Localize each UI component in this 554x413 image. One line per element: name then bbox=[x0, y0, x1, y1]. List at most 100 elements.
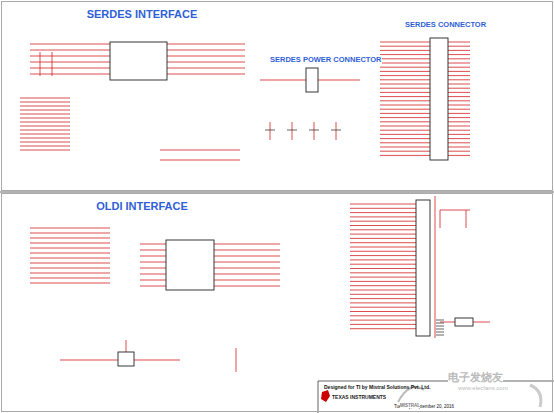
power-connector bbox=[306, 68, 318, 92]
connector-wire bbox=[380, 54, 430, 55]
connector-wire bbox=[350, 281, 416, 282]
lvds-wire bbox=[214, 244, 280, 245]
cap-wire bbox=[292, 122, 293, 140]
connector-wire bbox=[448, 67, 470, 68]
connector-wire bbox=[350, 242, 416, 243]
net-label-stroke bbox=[30, 268, 110, 269]
connector-wire bbox=[448, 151, 470, 152]
lvds-wire bbox=[140, 280, 166, 281]
connector-wire bbox=[448, 54, 470, 55]
connector-wire bbox=[350, 272, 416, 273]
connector-wire bbox=[380, 84, 430, 85]
lvds-wire bbox=[214, 268, 280, 269]
connector-wire bbox=[380, 151, 430, 152]
section-subheading: SERDES POWER CONNECTOR bbox=[270, 55, 382, 64]
connector-wire bbox=[380, 117, 430, 118]
oldi-connector bbox=[416, 200, 430, 336]
connector-wire bbox=[350, 298, 416, 299]
connector-wire bbox=[350, 320, 416, 321]
connector-wire bbox=[448, 117, 470, 118]
connector-wire bbox=[350, 216, 416, 217]
ground-symbol bbox=[436, 335, 444, 336]
signal-wire bbox=[167, 50, 245, 51]
connector-wire bbox=[350, 208, 416, 209]
net-label-stroke bbox=[20, 134, 70, 135]
connector-wire bbox=[380, 134, 430, 135]
cap-wire bbox=[336, 122, 337, 140]
connector-wire bbox=[380, 100, 430, 101]
connector-wire bbox=[448, 121, 470, 122]
power-wire bbox=[318, 80, 360, 81]
signal-wire bbox=[40, 52, 41, 76]
signal-wire bbox=[30, 74, 110, 75]
connector-wire bbox=[448, 79, 470, 80]
signal-wire bbox=[30, 56, 110, 57]
net-label-stroke bbox=[20, 146, 70, 147]
ti-logo bbox=[321, 390, 330, 402]
connector-wire bbox=[350, 247, 416, 248]
resistor-symbol bbox=[455, 318, 473, 326]
net-label-stroke bbox=[20, 110, 70, 111]
signal-wire bbox=[167, 44, 245, 45]
connector-wire bbox=[350, 294, 416, 295]
net-label-stroke bbox=[20, 130, 70, 131]
connector-wire bbox=[448, 58, 470, 59]
net-label-stroke bbox=[30, 238, 110, 239]
net-label-stroke bbox=[20, 122, 70, 123]
connector-wire bbox=[380, 75, 430, 76]
connector-wire bbox=[350, 264, 416, 265]
serdes-connector bbox=[430, 38, 448, 160]
signal-wire bbox=[466, 210, 467, 228]
connector-wire bbox=[350, 285, 416, 286]
connector-wire bbox=[350, 251, 416, 252]
signal-wire bbox=[440, 322, 455, 323]
connector-wire bbox=[448, 71, 470, 72]
connector-wire bbox=[350, 255, 416, 256]
net-label-stroke bbox=[30, 283, 110, 284]
connector-wire bbox=[448, 46, 470, 47]
connector-wire bbox=[380, 105, 430, 106]
watermark-logo bbox=[530, 385, 541, 407]
lvds-wire bbox=[214, 250, 280, 251]
lvds-wire bbox=[140, 274, 166, 275]
signal-wire bbox=[60, 360, 118, 361]
ground-symbol bbox=[436, 320, 444, 321]
connector-wire bbox=[350, 324, 416, 325]
net-label-stroke bbox=[30, 278, 110, 279]
connector-wire bbox=[350, 307, 416, 308]
signal-wire bbox=[440, 210, 441, 228]
connector-wire bbox=[350, 221, 416, 222]
net-label-stroke bbox=[20, 118, 70, 119]
section-heading: OLDI INTERFACE bbox=[2, 200, 282, 212]
connector-wire bbox=[448, 63, 470, 64]
signal-wire bbox=[167, 56, 245, 57]
oldi-chip bbox=[166, 240, 214, 290]
signal-wire bbox=[30, 62, 110, 63]
ground-symbol bbox=[436, 332, 444, 333]
connector-wire bbox=[448, 109, 470, 110]
connector-wire bbox=[380, 147, 430, 148]
connector-wire bbox=[350, 302, 416, 303]
connector-wire bbox=[448, 142, 470, 143]
connector-wire bbox=[448, 138, 470, 139]
connector-wire bbox=[380, 50, 430, 51]
net-label-stroke bbox=[30, 248, 110, 249]
lvds-wire bbox=[214, 274, 280, 275]
lvds-wire bbox=[140, 268, 166, 269]
signal-wire bbox=[473, 322, 490, 323]
schematic-section: SERDES INTERFACE bbox=[1, 1, 553, 191]
connector-wire bbox=[448, 134, 470, 135]
lvds-wire bbox=[214, 262, 280, 263]
net-label-stroke bbox=[20, 142, 70, 143]
signal-wire bbox=[134, 360, 180, 361]
designer-note: Designed for TI by Mistral Solutions Pvt… bbox=[324, 384, 553, 390]
net-label-stroke bbox=[20, 102, 70, 103]
lvds-wire bbox=[140, 262, 166, 263]
section-subheading: SERDES CONNECTOR bbox=[405, 20, 486, 29]
connector-wire bbox=[380, 42, 430, 43]
connector-wire bbox=[448, 147, 470, 148]
company-logo-text: TEXAS INSTRUMENTS bbox=[332, 394, 386, 400]
connector-wire bbox=[380, 92, 430, 93]
title-block-edge bbox=[318, 381, 554, 382]
transistor-symbol bbox=[118, 352, 134, 366]
